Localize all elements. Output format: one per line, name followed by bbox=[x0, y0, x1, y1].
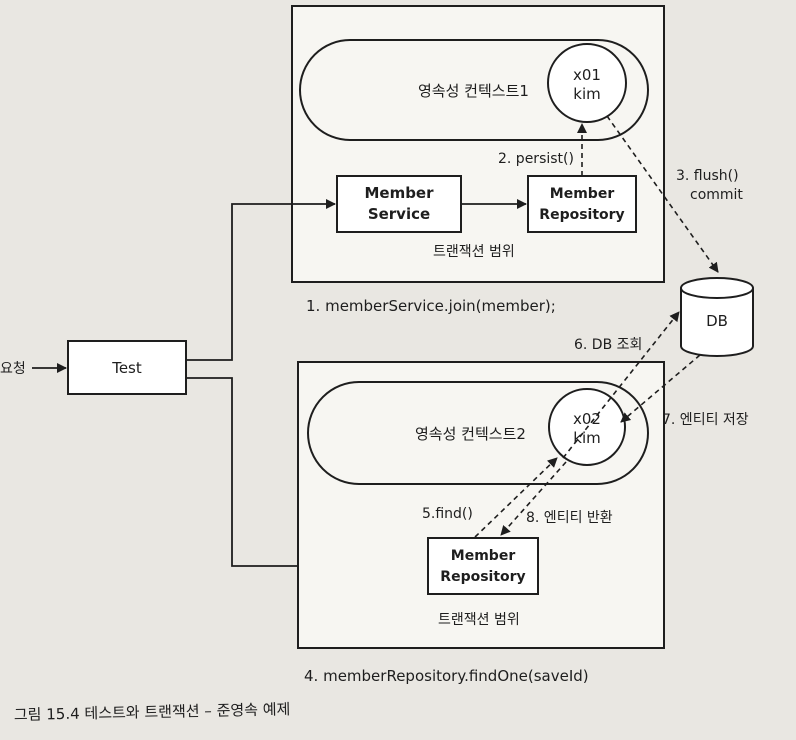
db-cylinder-body bbox=[680, 288, 754, 357]
db-label: DB bbox=[706, 312, 728, 330]
figure-caption: 그림 15.4 테스트와 트랜잭션 – 준영속 예제 bbox=[14, 700, 291, 724]
entity-x01-name: kim bbox=[573, 85, 600, 103]
persistence-context-2-label: 영속성 컨텍스트2 bbox=[415, 425, 526, 443]
flush-label-line1: 3. flush() bbox=[676, 168, 739, 184]
top-transaction-scope-label: 트랜잭션 범위 bbox=[433, 244, 515, 260]
request-label: 요청 bbox=[0, 361, 26, 377]
test-box bbox=[67, 340, 187, 395]
entity-x01-id: x01 bbox=[573, 66, 601, 84]
flush-label-line2: commit bbox=[690, 187, 743, 203]
member-repository-box-bottom bbox=[427, 537, 539, 595]
test-to-service-arrow bbox=[186, 199, 336, 361]
db-query-arrow bbox=[562, 311, 680, 459]
db-cylinder-top bbox=[680, 277, 754, 299]
entity-x02-name: kim bbox=[573, 429, 600, 447]
top-transaction-container bbox=[291, 5, 665, 283]
db-query-label: 6. DB 조회 bbox=[574, 337, 642, 353]
member-repository-top-line1: Member bbox=[550, 186, 615, 202]
member-repository-bottom-line2: Repository bbox=[440, 569, 525, 585]
entity-store-label: 7. 엔티티 저장 bbox=[662, 412, 749, 428]
persist-label: 2. persist() bbox=[498, 151, 574, 167]
find-arrow bbox=[474, 457, 558, 538]
member-service-box bbox=[336, 175, 462, 233]
flush-arrow bbox=[606, 115, 719, 273]
persistence-context-1-shape bbox=[299, 39, 649, 141]
test-label: Test bbox=[111, 359, 142, 377]
member-service-label-line2: Service bbox=[368, 205, 430, 223]
join-call-label: 1. memberService.join(member); bbox=[306, 297, 556, 315]
persistence-context-1-label: 영속성 컨텍스트1 bbox=[418, 82, 529, 100]
member-repository-top-line2: Repository bbox=[539, 207, 624, 223]
member-repository-box-top bbox=[527, 175, 637, 233]
entity-x01-circle bbox=[547, 43, 627, 123]
member-service-label-line1: Member bbox=[364, 184, 434, 202]
member-repository-bottom-line1: Member bbox=[451, 548, 516, 564]
persistence-context-2-shape bbox=[307, 381, 649, 485]
entity-x02-id: x02 bbox=[573, 410, 601, 428]
entity-return-label: 8. 엔티티 반환 bbox=[526, 510, 613, 526]
find-label: 5.find() bbox=[422, 506, 473, 522]
find-one-call-label: 4. memberRepository.findOne(saveId) bbox=[304, 667, 589, 685]
entity-return-arrow bbox=[500, 461, 567, 536]
bottom-transaction-scope-label: 트랜잭션 범위 bbox=[438, 612, 520, 628]
